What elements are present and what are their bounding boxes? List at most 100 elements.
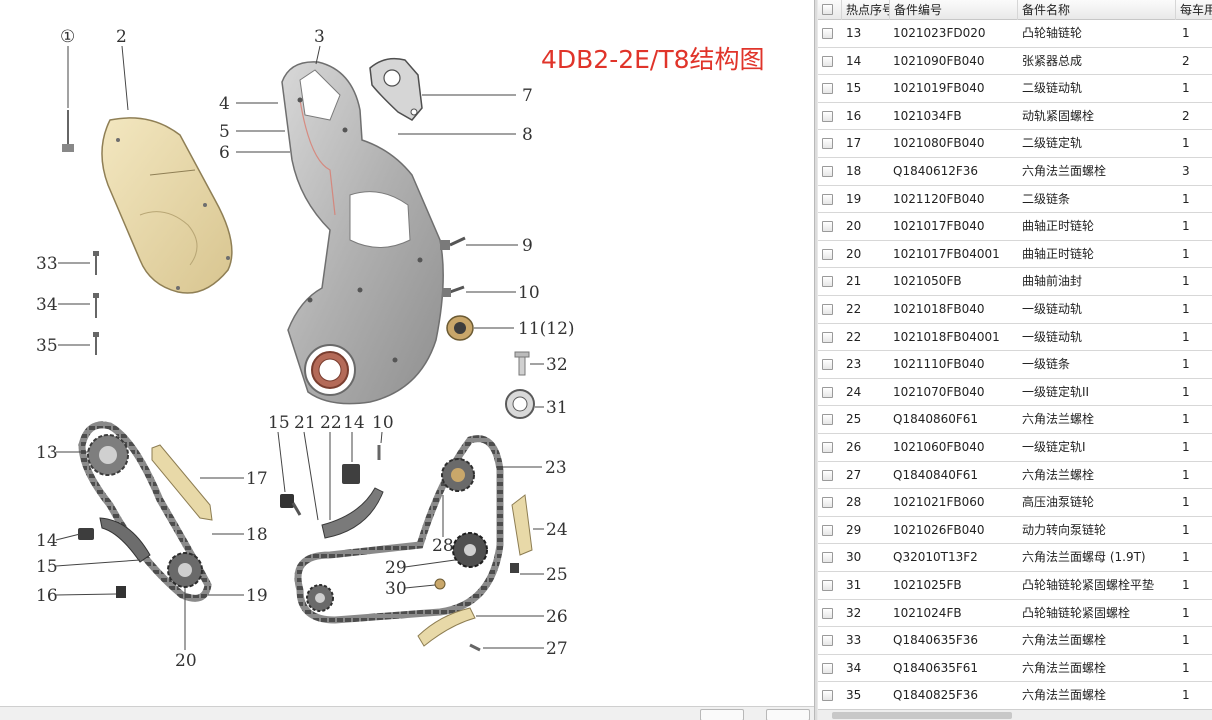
row-checkbox[interactable] — [822, 469, 833, 481]
row-checkbox[interactable] — [822, 28, 833, 39]
header-hotspot[interactable]: 热点序号 — [842, 0, 890, 20]
header-quantity[interactable]: 每车用 — [1180, 3, 1212, 17]
row-checkbox[interactable] — [822, 304, 833, 315]
row-checkbox[interactable] — [822, 580, 833, 591]
bolt-part-25[interactable] — [510, 563, 519, 573]
callout-13[interactable]: 13 — [36, 443, 58, 463]
select-all-checkbox[interactable] — [822, 4, 833, 15]
callout-18[interactable]: 18 — [246, 525, 268, 545]
nut-part-30[interactable] — [434, 578, 446, 590]
tensioner-part-14-mid[interactable] — [342, 464, 360, 484]
row-checkbox[interactable] — [822, 193, 833, 205]
row-checkbox[interactable] — [822, 662, 833, 674]
bolt-part-1[interactable] — [62, 110, 74, 152]
row-checkbox[interactable] — [822, 83, 833, 95]
callout-31[interactable]: 31 — [546, 398, 568, 418]
row-checkbox[interactable] — [822, 497, 833, 509]
secondary-chain-part-19[interactable] — [78, 421, 212, 602]
row-checkbox[interactable] — [822, 221, 833, 233]
callout-8[interactable]: 8 — [522, 125, 533, 145]
row-checkbox[interactable] — [822, 248, 833, 260]
front-cover-part[interactable] — [101, 117, 233, 294]
callout-34[interactable]: 34 — [36, 295, 58, 315]
callout-3[interactable]: 3 — [314, 27, 325, 47]
moving-rail-part-22[interactable] — [321, 487, 384, 539]
tensioner-part-14-left[interactable] — [78, 528, 94, 540]
horizontal-scrollbar[interactable] — [818, 709, 1212, 720]
callout-5[interactable]: 5 — [219, 122, 230, 142]
callout-2[interactable]: 2 — [116, 27, 127, 47]
callout-1[interactable]: ① — [60, 27, 75, 47]
bolt-part-16[interactable] — [116, 586, 126, 598]
pane-splitter[interactable] — [814, 0, 818, 720]
row-checkbox[interactable] — [822, 552, 833, 564]
bolt-part-35[interactable] — [93, 332, 99, 355]
callout-26[interactable]: 26 — [546, 607, 568, 627]
primary-chain-part-23[interactable] — [294, 435, 504, 624]
crank-sprocket-part-20[interactable] — [167, 552, 203, 588]
callout-35[interactable]: 35 — [36, 336, 58, 356]
callout-10-mid[interactable]: 10 — [372, 413, 394, 433]
row-checkbox[interactable] — [822, 55, 833, 67]
callout-32[interactable]: 32 — [546, 355, 568, 375]
callout-21[interactable]: 21 — [294, 413, 316, 433]
row-checkbox[interactable] — [822, 607, 833, 619]
row-checkbox[interactable] — [822, 442, 833, 453]
callout-22[interactable]: 22 — [320, 413, 342, 433]
seal-part-11[interactable] — [446, 315, 474, 341]
row-checkbox[interactable] — [822, 276, 833, 288]
bolt-part-15-mid[interactable] — [280, 494, 302, 516]
washer-part-31[interactable] — [505, 389, 535, 419]
scrollbar-thumb[interactable] — [832, 712, 1012, 719]
callout-6[interactable]: 6 — [219, 143, 230, 163]
callout-16[interactable]: 16 — [36, 586, 58, 606]
header-part-name[interactable]: 备件名称 — [1018, 0, 1176, 20]
next-page-button[interactable] — [766, 709, 810, 720]
bolt-part-34[interactable] — [93, 293, 99, 318]
row-checkbox[interactable] — [822, 166, 833, 177]
callout-11[interactable]: 11(12) — [518, 319, 575, 339]
row-checkbox[interactable] — [822, 524, 833, 536]
callout-28[interactable]: 28 — [432, 536, 454, 556]
row-checkbox[interactable] — [822, 359, 833, 371]
callout-14-mid[interactable]: 14 — [343, 413, 365, 433]
steering-sprocket-part-29[interactable] — [452, 532, 488, 568]
callout-4[interactable]: 4 — [219, 94, 230, 114]
row-checkbox[interactable] — [822, 635, 833, 647]
row-checkbox[interactable] — [822, 110, 833, 122]
callout-23[interactable]: 23 — [545, 458, 567, 478]
fixed-rail-part-24[interactable] — [511, 494, 533, 556]
row-checkbox[interactable] — [822, 386, 833, 398]
pump-sprocket-part-28[interactable] — [441, 458, 475, 492]
header-part-number[interactable]: 备件编号 — [890, 0, 1018, 20]
callout-20[interactable]: 20 — [175, 651, 197, 671]
previous-page-button[interactable] — [700, 709, 744, 720]
callout-25[interactable]: 25 — [546, 565, 568, 585]
callout-15-mid[interactable]: 15 — [268, 413, 290, 433]
row-checkbox[interactable] — [822, 690, 833, 702]
bolt-part-27[interactable] — [469, 643, 481, 652]
bolt-part-9[interactable] — [440, 236, 466, 250]
callout-9[interactable]: 9 — [522, 236, 533, 256]
callout-29[interactable]: 29 — [385, 558, 407, 578]
